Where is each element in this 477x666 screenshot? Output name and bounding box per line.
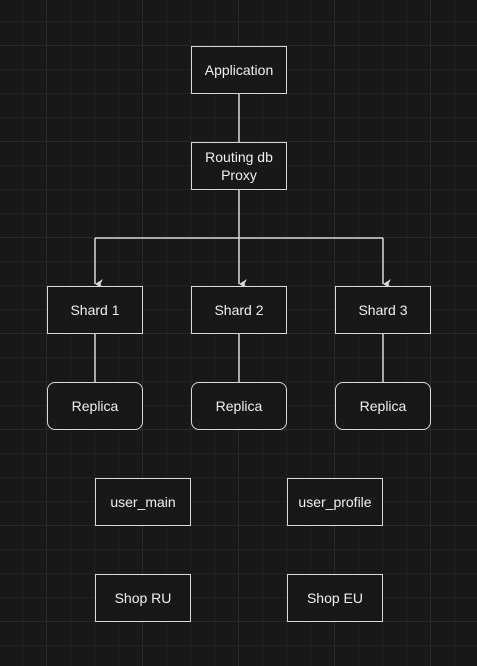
shard-3-node[interactable]: Shard 3 bbox=[335, 286, 431, 334]
shop-ru-node[interactable]: Shop RU bbox=[95, 574, 191, 622]
user-profile-node[interactable]: user_profile bbox=[287, 478, 383, 526]
replica-2-node[interactable]: Replica bbox=[191, 382, 287, 430]
shard-1-node[interactable]: Shard 1 bbox=[47, 286, 143, 334]
routing-proxy-node[interactable]: Routing db Proxy bbox=[191, 142, 287, 190]
shop-eu-node[interactable]: Shop EU bbox=[287, 574, 383, 622]
application-node[interactable]: Application bbox=[191, 46, 287, 94]
user-main-node[interactable]: user_main bbox=[95, 478, 191, 526]
shard-2-node[interactable]: Shard 2 bbox=[191, 286, 287, 334]
replica-1-node[interactable]: Replica bbox=[47, 382, 143, 430]
replica-3-node[interactable]: Replica bbox=[335, 382, 431, 430]
